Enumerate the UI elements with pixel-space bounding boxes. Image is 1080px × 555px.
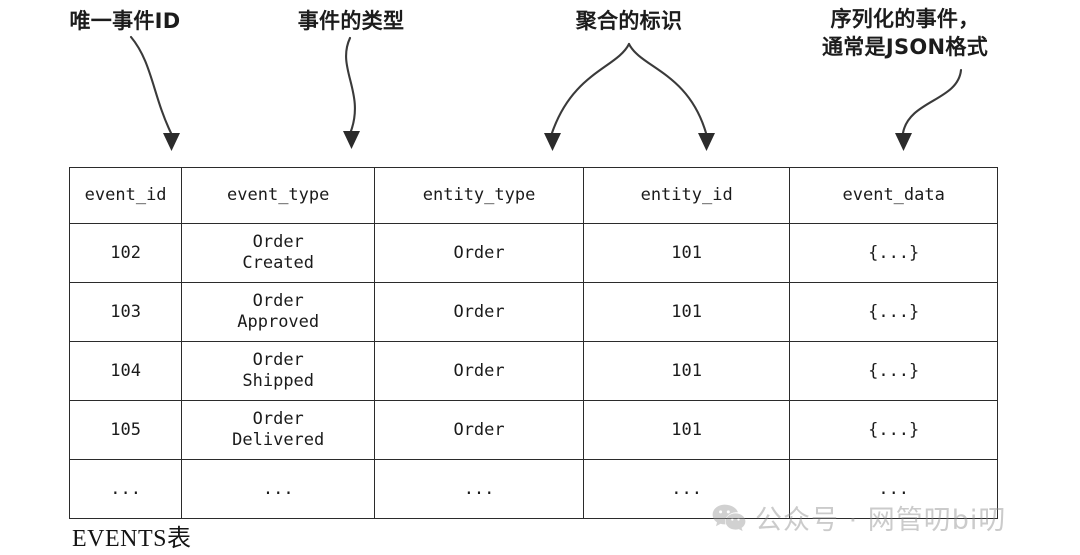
arrowhead-entity-type — [544, 133, 561, 151]
cell-event-type: Order Delivered — [181, 400, 376, 460]
annotation-label-event-data: 序列化的事件， 通常是JSON格式 — [821, 7, 989, 59]
arrow-curve-event-id — [129, 35, 173, 135]
arrowhead-event-type — [343, 131, 360, 149]
cell-entity-id: 101 — [582, 341, 791, 401]
cell-event-data: {...} — [789, 341, 998, 401]
cell-entity-id: ... — [582, 459, 791, 519]
arrow-curve-event-type — [345, 36, 356, 133]
cell-entity-id: 101 — [582, 400, 791, 460]
cell-event-data: {...} — [789, 400, 998, 460]
table-caption: EVENTS表 — [72, 526, 192, 552]
column-header-event-type: event_type — [181, 167, 376, 224]
cell-event-data: {...} — [789, 282, 998, 342]
cell-event-type: ... — [181, 459, 376, 519]
cell-event-type: Order Approved — [181, 282, 376, 342]
table-header-row: event_id event_type entity_type entity_i… — [68, 167, 998, 224]
cell-event-id: ... — [68, 459, 183, 519]
events-table: event_id event_type entity_type entity_i… — [68, 167, 998, 519]
cell-entity-type: ... — [374, 459, 584, 519]
wechat-icon — [712, 504, 746, 531]
column-header-event-id: event_id — [68, 167, 183, 224]
arrow-curve-entity-id — [627, 42, 708, 135]
cell-event-id: 104 — [68, 341, 183, 401]
annotation-label-aggregate-id: 聚合的标识 — [575, 9, 683, 33]
table-row: 105 Order Delivered Order 101 {...} — [68, 400, 998, 460]
cell-entity-type: Order — [374, 282, 584, 342]
cell-event-data: ... — [789, 459, 998, 519]
cell-entity-type: Order — [374, 400, 584, 460]
table-row: 104 Order Shipped Order 101 {...} — [68, 341, 998, 401]
arrowhead-entity-id — [698, 133, 715, 151]
arrow-curve-event-data — [901, 68, 963, 135]
table-row: 102 Order Created Order 101 {...} — [68, 223, 998, 283]
cell-entity-id: 101 — [582, 223, 791, 283]
watermark: 公众号 · 网管叨bi叨 — [712, 498, 1006, 537]
arrowhead-event-data — [895, 133, 912, 151]
table-row-ellipsis: ... ... ... ... ... — [68, 459, 998, 519]
arrow-curve-entity-type — [550, 42, 631, 135]
annotation-label-event-type: 事件的类型 — [297, 9, 405, 33]
cell-entity-type: Order — [374, 341, 584, 401]
cell-event-type: Order Created — [181, 223, 376, 283]
column-header-entity-type: entity_type — [374, 167, 584, 224]
column-header-event-data: event_data — [789, 167, 998, 224]
annotation-label-event-id: 唯一事件ID — [69, 9, 181, 33]
cell-event-id: 102 — [68, 223, 183, 283]
cell-entity-type: Order — [374, 223, 584, 283]
arrowhead-event-id — [163, 133, 180, 151]
table-row: 103 Order Approved Order 101 {...} — [68, 282, 998, 342]
cell-event-id: 105 — [68, 400, 183, 460]
cell-event-type: Order Shipped — [181, 341, 376, 401]
cell-event-data: {...} — [789, 223, 998, 283]
cell-event-id: 103 — [68, 282, 183, 342]
cell-entity-id: 101 — [582, 282, 791, 342]
watermark-text: 公众号 · 网管叨bi叨 — [755, 505, 1007, 536]
column-header-entity-id: entity_id — [582, 167, 791, 224]
